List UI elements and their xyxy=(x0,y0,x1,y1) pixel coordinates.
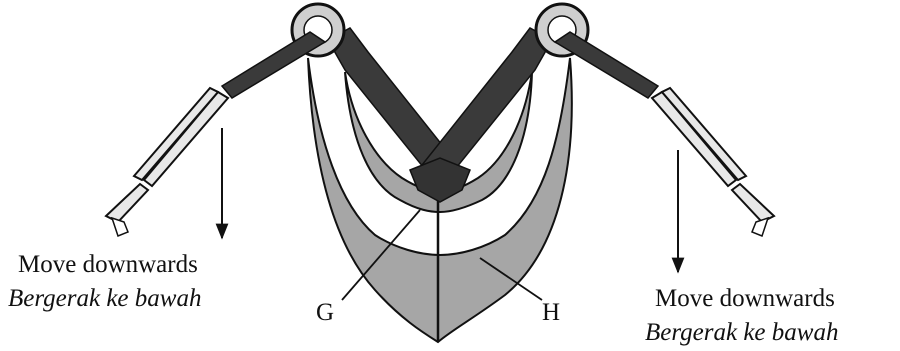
left-forearm-bone-2 xyxy=(134,88,218,180)
left-forearm-bone-1 xyxy=(144,92,228,186)
right-label-english: Move downwards xyxy=(655,286,835,311)
left-label-english: Move downwards xyxy=(18,252,198,277)
left-label-malay: Bergerak ke bawah xyxy=(8,286,201,311)
right-forearm-bone-2 xyxy=(662,88,746,180)
label-g: G xyxy=(316,300,334,325)
left-hand-bone xyxy=(106,184,148,222)
left-digit xyxy=(112,218,128,236)
right-digit xyxy=(752,218,768,236)
label-h: H xyxy=(542,300,560,325)
right-label-malay: Bergerak ke bawah xyxy=(645,320,838,345)
right-hand-bone xyxy=(732,184,774,222)
right-forearm-bone-1 xyxy=(652,92,736,186)
